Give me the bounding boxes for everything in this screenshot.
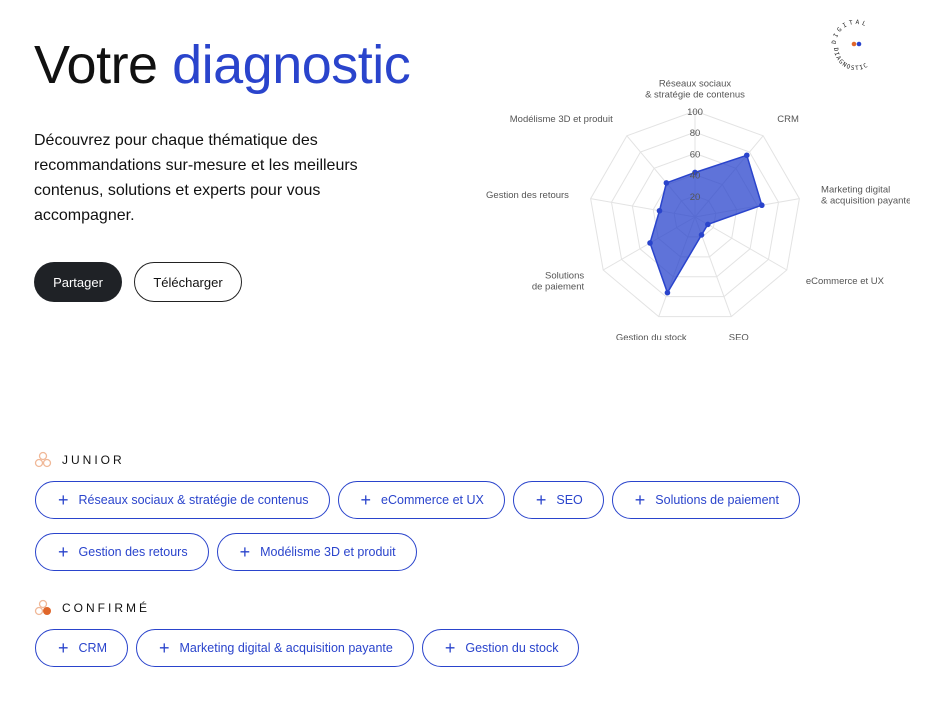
radar-axis-label: SEO [729,332,749,340]
topic-pill[interactable]: + Gestion du stock [421,629,580,667]
radar-data-point [705,221,711,228]
topic-pill[interactable]: + Réseaux sociaux & stratégie de contenus [35,481,330,519]
radar-data-point [698,232,705,238]
radar-data-point [663,180,670,186]
topic-pill[interactable]: + SEO [512,481,604,519]
radar-axis-label-line: Gestion du stock [616,332,687,340]
topic-pill[interactable]: + eCommerce et UX [337,481,505,519]
topic-label: Gestion des retours [78,545,188,559]
radar-data-point [656,207,663,214]
plus-icon: + [634,490,646,510]
radar-axis-label-line: Marketing digital [821,184,890,195]
plus-icon: + [58,638,69,658]
plus-icon: + [360,490,372,510]
topic-pill[interactable]: + Modélisme 3D et produit [216,533,417,571]
topic-label: CRM [78,641,107,655]
level-label: CONFIRMÉ [62,601,150,615]
junior-topics: + Réseaux sociaux & stratégie de contenus… [35,481,895,571]
topic-pill[interactable]: + Marketing digital & acquisition payante [135,629,414,667]
logo: DIGITAL DIAGNOSTIC [831,19,870,72]
radar-data-point [664,289,671,296]
topic-label: SEO [556,493,583,507]
level-junior-heading: JUNIOR [34,451,125,469]
radar-axis-label-line: Modélisme 3D et produit [510,114,613,125]
radar-axis-label: CRM [777,114,799,125]
radar-tick-label: 100 [687,107,703,118]
radar-axis-label-line: SEO [729,332,749,340]
radar-data-point [692,169,698,176]
download-button[interactable]: Télécharger [134,262,242,302]
topic-pill[interactable]: + Solutions de paiement [611,481,800,519]
level-confirme-icon [34,599,51,616]
topic-label: Gestion du stock [465,641,559,655]
radar-tick-label: 40 [690,171,701,182]
radar-axis-label-line: de paiement [532,282,585,293]
radar-axis-label: Marketing digital& acquisition payante [821,184,910,206]
radar-axis-label: eCommerce et UX [806,276,885,287]
topic-label: Solutions de paiement [655,493,779,507]
intro-text: Découvrez pour chaque thématique des rec… [34,132,358,224]
title-accent: diagnostic [172,35,411,95]
level-junior-icon [34,451,52,468]
radar-chart: 20 40 60 80 100 Réseaux sociaux& stratégie de… [486,79,910,341]
plus-icon: + [58,542,69,562]
plus-icon: + [535,490,547,510]
topic-label: Marketing digital & acquisition payante [179,641,393,655]
plus-icon: + [239,542,251,562]
topic-label: Réseaux sociaux & stratégie de contenus [78,493,309,507]
radar-axis-label-line: Réseaux sociaux [659,79,732,90]
plus-icon: + [158,638,170,658]
title-plain: Votre [34,35,173,95]
radar-axis-label-line: CRM [777,114,799,125]
plus-icon: + [58,490,69,510]
topic-label: eCommerce et UX [381,493,484,507]
radar-axis-label-line: Solutions [545,271,584,282]
radar-grid-ring [610,131,780,298]
radar-axis-line [694,216,788,271]
radar-grid-ring [590,110,800,318]
radar-axis-label: Réseaux sociaux& stratégie de contenus [645,79,745,101]
radar-tick-label: 80 [690,128,701,139]
share-button[interactable]: Partager [34,262,122,302]
level-confirme-heading: CONFIRMÉ [34,599,150,617]
svg-text:DIAGNOSTIC: DIAGNOSTIC [832,47,870,72]
radar-axis-label: Gestion des retours [486,190,569,201]
radar-tick-label: 20 [690,192,701,203]
radar-axis-label-line: & acquisition payante [821,195,910,206]
level-label: JUNIOR [62,453,125,467]
topic-pill[interactable]: + Gestion des retours [35,533,209,571]
radar-tick-label: 60 [690,149,701,160]
svg-text:DIGITAL: DIGITAL [831,19,869,45]
radar-axis-label-line: & stratégie de contenus [645,90,745,101]
plus-icon: + [444,638,456,658]
confirme-topics: + CRM + Marketing digital & acquisition pay… [35,629,895,667]
radar-data-point [647,240,653,246]
radar-axis-label-line: eCommerce et UX [806,276,885,287]
radar-data-point [743,152,750,159]
radar-axis-label: Modélisme 3D et produit [510,114,613,125]
page-title: Votre diagnostic [34,34,411,96]
radar-axis-label: Gestion du stock [616,332,687,340]
topic-pill[interactable]: + CRM [35,629,128,667]
radar-data-point [759,202,765,209]
radar-axis-label-line: Gestion des retours [486,190,569,201]
topic-label: Modélisme 3D et produit [260,545,396,559]
